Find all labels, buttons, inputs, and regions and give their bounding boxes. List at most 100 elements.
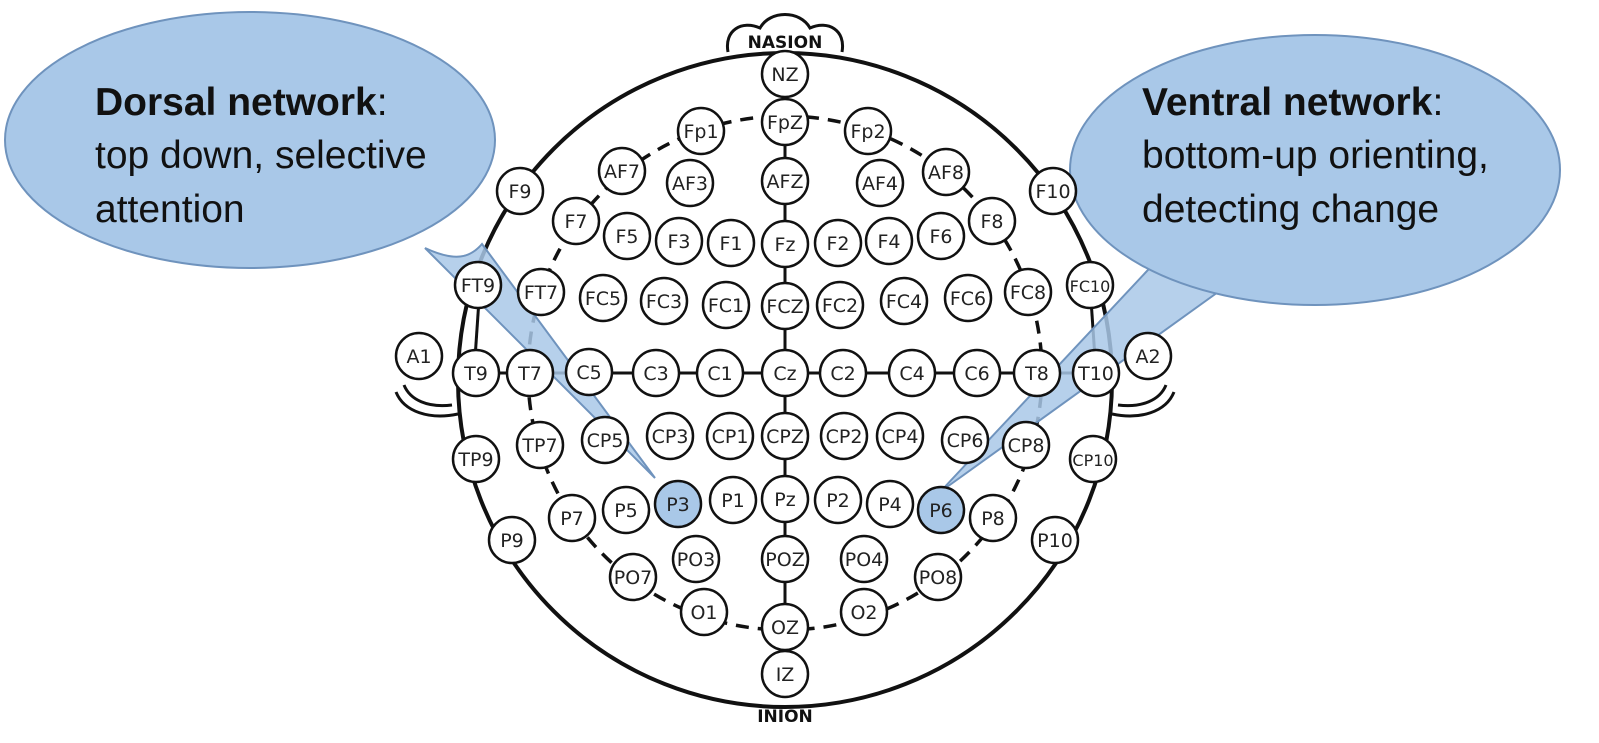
electrode-circle [760,411,810,461]
electrode-cp5: CP5 [580,415,630,465]
electrode-f9: F9 [495,166,545,216]
electrode-fp2: Fp2 [843,106,893,156]
ventral-line-1: bottom-up orienting, [1142,134,1489,177]
electrode-circle [815,280,865,330]
electrode-circle [495,166,545,216]
electrode-circle [1123,331,1173,381]
electrode-circle [819,411,869,461]
electrode-label: PO7 [614,567,653,589]
electrode-cp8: CP8 [1001,420,1051,470]
electrode-circle [516,267,566,317]
electrode-circle [865,479,915,529]
electrode-o1: O1 [679,587,729,637]
electrode-label: FT7 [524,282,558,304]
electrode-label: Cz [773,363,796,385]
electrode-po8: PO8 [913,552,963,602]
left-ear [394,384,459,418]
electrode-circle [916,485,966,535]
electrode-circle [695,348,745,398]
electrode-p5: P5 [601,485,651,535]
electrode-label: O1 [690,602,717,624]
electrode-circle [864,216,914,266]
electrode-label: POZ [765,549,804,571]
electrode-circle [394,331,444,381]
electrode-circle [879,276,929,326]
electrode-circle [875,411,925,461]
electrode-label: PO8 [919,567,958,589]
electrode-label: F9 [508,181,531,203]
electrode-circle [1028,166,1078,216]
dorsal-title: Dorsal network [95,81,377,124]
electrode-p9: P9 [487,515,537,565]
electrode-circle [760,348,810,398]
electrode-f2: F2 [813,218,863,268]
electrode-label: NZ [771,64,798,86]
electrode-circle [608,552,658,602]
electrode-circle [676,106,726,156]
electrode-t8: T8 [1012,348,1062,398]
electrode-circle [1030,515,1080,565]
electrode-circle [943,273,993,323]
electrode-label: O2 [850,602,877,624]
right-ear [1111,384,1176,418]
electrode-c5: C5 [564,347,614,397]
dorsal-colon: : [377,81,388,124]
electrode-t7: T7 [505,348,555,398]
electrode-label: TP7 [521,435,557,457]
electrode-tp9: TP9 [451,434,501,484]
electrode-label: P9 [500,530,524,552]
electrode-f3: F3 [654,216,704,266]
electrode-fp1: Fp1 [676,106,726,156]
electrode-label: C3 [643,363,668,385]
electrode-label: A1 [406,346,431,368]
electrode-label: CP1 [712,426,749,448]
electrode-label: Fp2 [850,121,885,143]
electrode-label: CP10 [1072,451,1113,470]
electrode-circle [601,485,651,535]
nose-outline [725,13,845,53]
electrode-label: IZ [776,664,795,686]
electrode-nz: NZ [760,49,810,99]
electrode-circle [451,434,501,484]
dorsal-line-2: attention [95,188,245,231]
electrode-label: AF3 [672,173,708,195]
electrode-cp2: CP2 [819,411,869,461]
electrode-label: AFZ [767,171,804,193]
electrode-circle [671,534,721,584]
electrode-label: P1 [721,490,745,512]
dorsal-line-1: top down, selective [95,134,427,177]
electrode-label: T10 [1077,363,1114,385]
electrode-label: AF4 [862,173,898,195]
electrode-label: P8 [981,508,1005,530]
electrode-circle [551,196,601,246]
electrode-circle [760,649,810,699]
electrode-circle [602,211,652,261]
electrode-label: AF8 [928,162,964,184]
electrode-label: F6 [929,226,952,248]
electrode-cz: Cz [760,348,810,398]
electrode-label: C4 [899,363,924,385]
electrode-iz: IZ [760,649,810,699]
electrode-af8: AF8 [921,147,971,197]
ventral-title: Ventral network [1142,81,1433,124]
electrode-p6: P6 [916,485,966,535]
electrode-p3: P3 [653,479,703,529]
electrode-label: TP9 [457,449,493,471]
electrode-fc3: FC3 [639,276,689,326]
electrode-circle [453,260,503,310]
electrode-label: C6 [964,363,989,385]
electrode-circle [665,158,715,208]
electrode-label: P10 [1037,530,1073,552]
electrode-circle [760,534,810,584]
electrode-circle [1068,434,1118,484]
electrode-label: F3 [667,231,690,253]
electrode-fc1: FC1 [701,280,751,330]
electrode-oz: OZ [760,602,810,652]
electrode-circle [451,348,501,398]
dorsal-callout-ellipse [4,11,496,269]
electrode-label: CP5 [587,430,624,452]
electrode-cp6: CP6 [940,415,990,465]
electrode-circle [887,348,937,398]
electrode-circle [578,273,628,323]
